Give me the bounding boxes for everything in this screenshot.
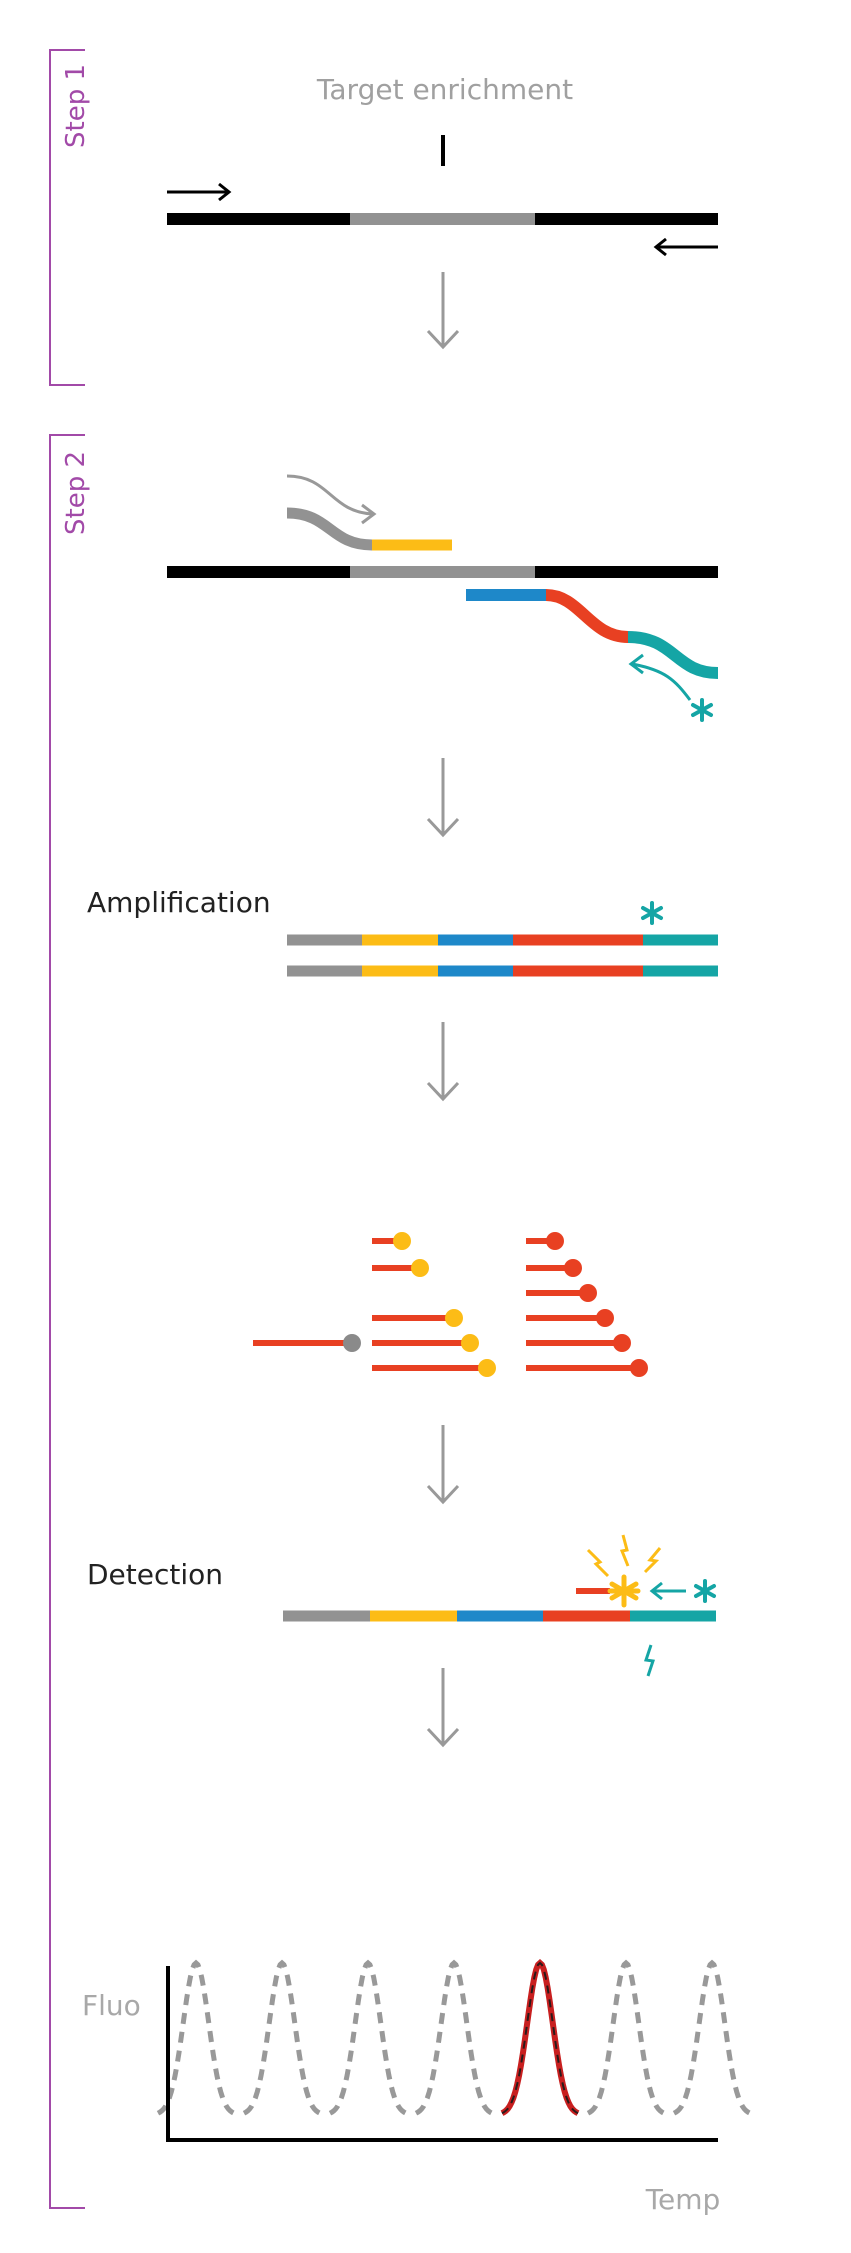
- down-arrow-1: [426, 272, 460, 350]
- red-probe: [526, 1284, 597, 1302]
- melt-peak: [328, 1959, 408, 2116]
- red-probe: [526, 1259, 582, 1277]
- step1-label: Step 1: [61, 64, 91, 148]
- target-enrichment-title: Target enrichment: [316, 73, 573, 106]
- down-arrow-5: [426, 1668, 460, 1748]
- teal-curved-arrow: [628, 653, 692, 701]
- fluorophore-star-icon: [691, 698, 713, 722]
- melt-peak: [672, 1959, 752, 2116]
- yellow-probe-group: [372, 1232, 496, 1377]
- red-probe: [526, 1232, 564, 1250]
- yellow-probe: [372, 1232, 411, 1250]
- downstream-probe: [466, 589, 719, 679]
- melt-peak: [586, 1959, 666, 2116]
- yellow-probe: [372, 1259, 429, 1277]
- quencher-star-icon: [694, 1579, 716, 1603]
- red-probe: [526, 1309, 614, 1327]
- melt-peak: [242, 1959, 322, 2116]
- amplification-label: Amplification: [87, 886, 271, 919]
- plot-axes: [166, 1966, 718, 2142]
- probe-gray-long: [253, 1334, 361, 1352]
- yellow-lightning-icon: [586, 1534, 662, 1578]
- fluo-axis-label: Fluo: [82, 1989, 141, 2022]
- melt-peak: [156, 1959, 236, 2116]
- curved-arrow-upper: [286, 474, 377, 525]
- melt-peaks: [156, 1958, 752, 2116]
- highlighted-melt-peak: [500, 1958, 580, 2116]
- red-probe-group: [526, 1232, 648, 1377]
- detection-label: Detection: [87, 1558, 223, 1591]
- teal-lightning-icon: [644, 1644, 655, 1677]
- highlighted-melt-peak-dash: [501, 1961, 579, 2115]
- step2-bracket: [49, 434, 85, 2209]
- yellow-probe: [372, 1334, 479, 1352]
- upstream-probe: [286, 507, 452, 551]
- red-probe: [526, 1359, 648, 1377]
- yellow-probe: [372, 1309, 463, 1327]
- down-arrow-3: [426, 1022, 460, 1102]
- down-arrow-4: [426, 1425, 460, 1505]
- yellow-probe: [372, 1359, 496, 1377]
- red-probe: [526, 1334, 631, 1352]
- amplicon-fluorophore-icon: [641, 901, 663, 925]
- step1-bracket: [49, 49, 85, 386]
- step2-label: Step 2: [61, 451, 91, 535]
- melt-peak: [414, 1959, 494, 2116]
- down-arrow-2: [426, 758, 460, 838]
- forward-primer-arrow: [167, 182, 232, 202]
- teal-left-arrow: [649, 1581, 686, 1601]
- yellow-fluorescence-star-icon: [607, 1574, 641, 1608]
- reverse-primer-arrow: [653, 237, 718, 257]
- temp-axis-label: Temp: [645, 2183, 721, 2216]
